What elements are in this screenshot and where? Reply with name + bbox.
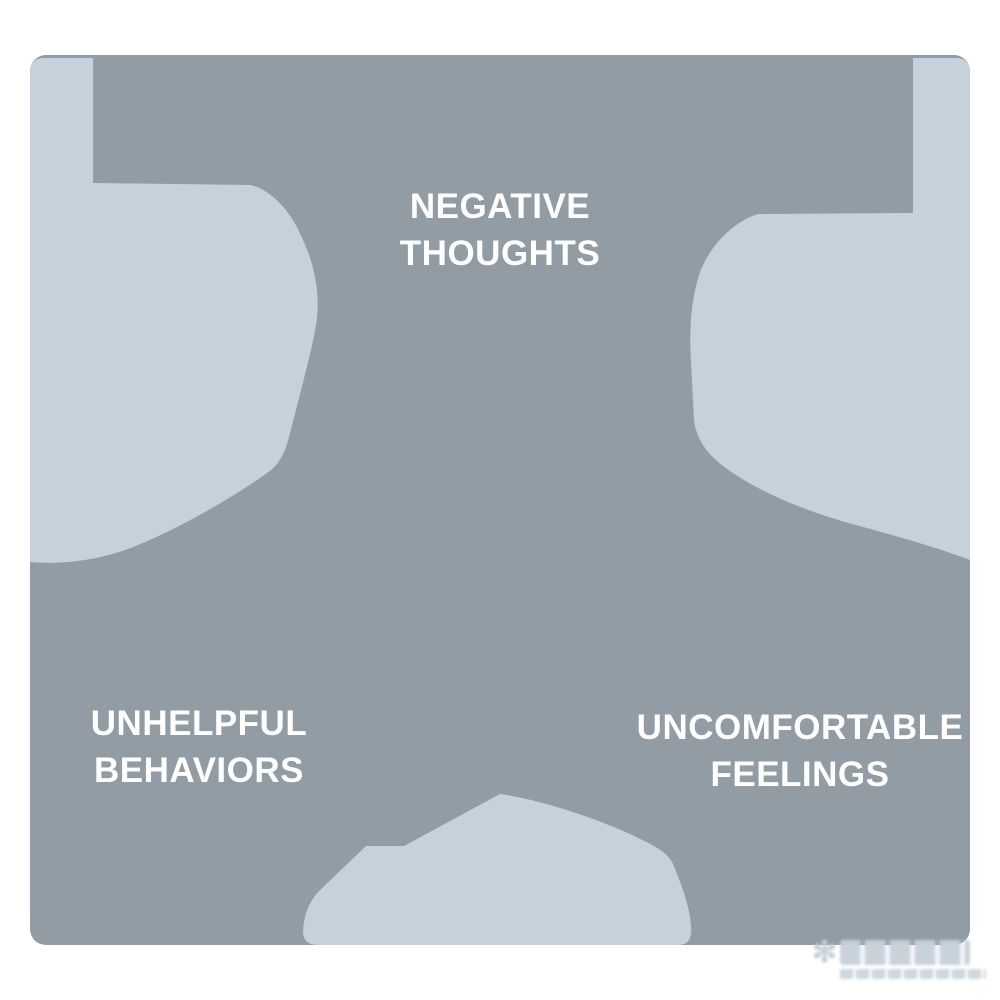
watermark-wordmark <box>840 936 987 979</box>
watermark-icon: ✻ <box>812 936 838 969</box>
cycle-arrow-right <box>690 58 970 560</box>
label-line: FEELINGS <box>710 755 890 794</box>
watermark-logo: ✻ <box>812 936 992 990</box>
label-line: UNCOMFORTABLE <box>636 708 964 747</box>
label-line: NEGATIVE <box>409 187 591 226</box>
watermark-wordmark-line1 <box>840 940 971 965</box>
label-line: BEHAVIORS <box>94 751 304 790</box>
label-line: UNHELPFUL <box>90 704 308 743</box>
node-label-negative-thoughts: NEGATIVE THOUGHTS <box>400 183 600 277</box>
watermark-wordmark-line2 <box>840 969 987 979</box>
node-label-unhelpful-behaviors: UNHELPFUL BEHAVIORS <box>91 700 307 794</box>
node-label-uncomfortable-feelings: UNCOMFORTABLE FEELINGS <box>637 704 964 798</box>
cycle-arrow-left <box>30 58 318 563</box>
cycle-arrow-bottom <box>303 794 692 945</box>
label-line: THOUGHTS <box>399 234 601 273</box>
